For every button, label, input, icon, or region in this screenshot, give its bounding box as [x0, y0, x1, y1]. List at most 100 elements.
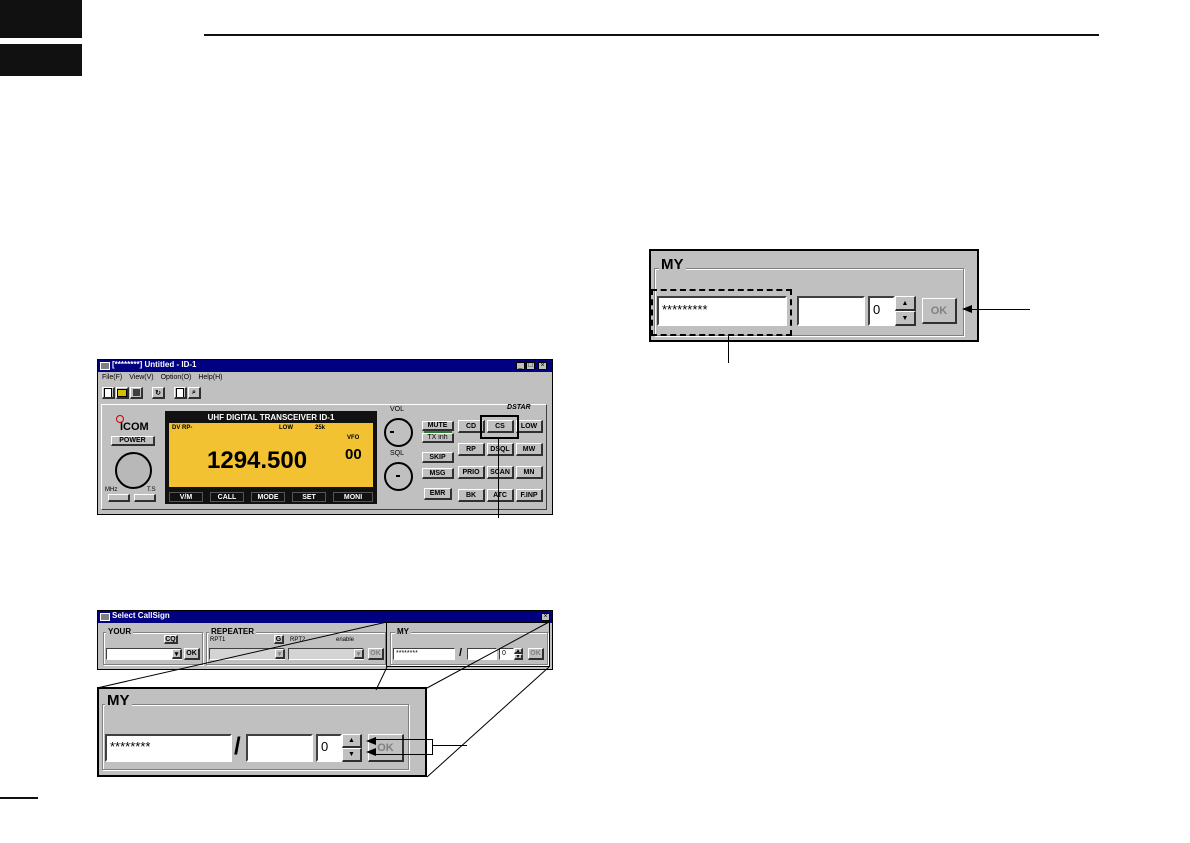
zoom-spin-down-button-right[interactable]: ▼ [895, 311, 916, 326]
brand-logo: ICOM [120, 421, 149, 433]
lcd-step: 25k [315, 425, 326, 431]
my-callsign-value: ******** [396, 650, 418, 657]
softkey-vm[interactable]: V/M [169, 492, 203, 502]
zoom-my-panel-bottom: MY ******** / 0 ▲ ▼ OK [97, 687, 427, 777]
my-spin-down-button[interactable]: ▼ [514, 654, 523, 660]
section-tab-lower [0, 44, 82, 76]
dstar-logo-text: STAR [512, 404, 531, 411]
softkey-set[interactable]: SET [292, 492, 326, 502]
list-icon[interactable] [174, 387, 187, 399]
callsign-app-icon [100, 613, 110, 621]
zoom-ok-button-bottom[interactable]: OK [368, 734, 404, 762]
emr-button[interactable]: EMR [424, 488, 452, 500]
close-button[interactable]: × [538, 362, 547, 370]
your-ok-button[interactable]: OK [184, 648, 200, 660]
zoom-spin-up-button-bottom[interactable]: ▲ [342, 734, 362, 748]
softkey-mode[interactable]: MODE [251, 492, 285, 502]
zoom-ok-button-right[interactable]: OK [922, 298, 957, 324]
vol-knob[interactable] [384, 418, 413, 447]
key-low[interactable]: LOW [516, 420, 543, 433]
my-suffix-field[interactable] [467, 648, 497, 660]
key-prio[interactable]: PRIO [458, 466, 485, 479]
tx-inhibit-button[interactable]: TX inh [422, 433, 454, 443]
zoom-my-separator-bottom: / [234, 733, 241, 760]
cq-button[interactable]: CQ [164, 635, 178, 644]
my-separator: / [459, 647, 463, 659]
my-memory-spin-field[interactable]: 0 [499, 648, 514, 660]
connector-line-mid [375, 666, 388, 691]
menu-view[interactable]: View(V) [129, 374, 154, 381]
spin-callout-line [433, 745, 467, 746]
lcd-frequency: 1294.500 [207, 447, 308, 474]
g-button[interactable]: G [274, 635, 284, 644]
connector-line-top-right [426, 621, 550, 689]
mhz-label: MHz [105, 487, 118, 493]
dstar-logo: DSTAR [507, 404, 531, 411]
cs-highlight-box [480, 415, 519, 439]
main-dial[interactable] [115, 452, 152, 489]
softkey-call[interactable]: CALL [210, 492, 244, 502]
zoom-my-callsign-field-bottom[interactable]: ******** [105, 734, 232, 762]
zoom-my-panel-right: MY ********* 0 ▲ ▼ OK [649, 249, 979, 342]
new-file-icon[interactable] [102, 387, 115, 399]
rpt2-dropdown-button[interactable]: ▾ [354, 649, 364, 659]
zoom-my-suffix-field-right[interactable] [797, 296, 865, 326]
key-bk[interactable]: BK [458, 489, 485, 502]
repeater-ok-button[interactable]: OK [368, 648, 384, 660]
spin-callout-bracket [373, 739, 433, 755]
key-mw[interactable]: MW [516, 443, 543, 456]
my-label: MY [395, 627, 411, 636]
my-ok-button[interactable]: OK [528, 648, 544, 660]
callsign-close-button[interactable]: × [541, 613, 550, 621]
key-atc[interactable]: ATC [487, 489, 514, 502]
key-mn[interactable]: MN [516, 466, 543, 479]
ok-callout-line [972, 309, 1030, 310]
zoom-my-label-bottom: MY [105, 692, 132, 709]
zoom-my-callsign-field-right[interactable]: ********* [657, 296, 787, 326]
key-dsql[interactable]: DSQL [487, 443, 514, 456]
power-button[interactable]: POWER [111, 436, 155, 446]
transfer-icon[interactable]: ↻ [152, 387, 165, 399]
key-cd[interactable]: CD [458, 420, 485, 433]
msg-button[interactable]: MSG [422, 468, 454, 479]
zoom-my-spin-field-bottom[interactable]: 0 [316, 734, 342, 762]
menu-help[interactable]: Help(H) [198, 374, 223, 381]
mhz-button[interactable] [108, 494, 130, 502]
connector-line-left [96, 621, 388, 689]
my-callsign-field[interactable]: ******** [393, 648, 455, 660]
skip-button[interactable]: SKIP [422, 452, 454, 463]
lcd-frame: UHF DIGITAL TRANSCEIVER ID-1 DV RP- LOW … [165, 411, 377, 504]
menu-file[interactable]: File(F) [102, 374, 123, 381]
maximize-button[interactable]: □ [526, 362, 535, 370]
zoom-my-callsign-value-right: ********* [662, 302, 708, 317]
open-folder-icon[interactable] [116, 387, 129, 399]
section-tab-upper [0, 0, 82, 38]
minimize-button[interactable]: _ [516, 362, 525, 370]
rpt1-dropdown-button[interactable]: ▾ [275, 649, 285, 659]
save-disk-icon[interactable] [130, 387, 143, 399]
my-memory-value: 0 [502, 650, 506, 657]
enable-label: enable [336, 637, 355, 643]
key-rp[interactable]: RP [458, 443, 485, 456]
zoom-my-spin-field-right[interactable]: 0 [868, 296, 895, 326]
zoom-my-suffix-field-bottom[interactable] [246, 734, 313, 762]
lcd-power-indicator: LOW [279, 425, 293, 431]
my-spin-up-button[interactable]: ▲ [514, 648, 523, 654]
your-dropdown-button[interactable]: ▾ [172, 649, 182, 659]
zoom-icon[interactable]: ⌕ [188, 387, 201, 399]
ts-button[interactable] [134, 494, 156, 502]
spin-arrow-down [366, 748, 376, 756]
connector-line-bottom-right [426, 666, 550, 778]
key-finp[interactable]: F.INP [516, 489, 543, 502]
sql-knob[interactable] [384, 462, 413, 491]
zoom-my-callsign-value-bottom: ******** [110, 739, 151, 754]
key-cs[interactable]: CS [487, 420, 514, 433]
zoom-spin-down-button-bottom[interactable]: ▼ [342, 748, 362, 762]
softkey-moni[interactable]: MONI [333, 492, 373, 502]
zoom-my-spin-value-bottom: 0 [321, 739, 329, 754]
zoom-spin-up-button-right[interactable]: ▲ [895, 296, 916, 311]
ts-label: T.S [147, 487, 156, 493]
key-scan[interactable]: SCAN [487, 466, 514, 479]
menu-option[interactable]: Option(O) [160, 374, 192, 381]
mute-button[interactable]: MUTE [422, 421, 454, 431]
